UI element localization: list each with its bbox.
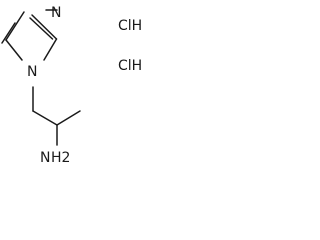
- molecule-diagram: N N N H2 ClH ClH: [1, 5, 142, 166]
- bond-c2-n3-double: [29, 17, 54, 40]
- counterion-1: ClH: [118, 18, 142, 34]
- bond-c2-n3: [31, 14, 58, 40]
- bond-c4-c5-double: [1, 22, 16, 44]
- chemical-structure-canvas: N N N H2 ClH ClH: [0, 0, 150, 188]
- amine-h2-label: H2: [51, 150, 70, 166]
- bond-c4-c5: [5, 11, 25, 41]
- counterion-2: ClH: [118, 58, 142, 74]
- atom-n3-label: N: [51, 5, 61, 21]
- bond-c5-n1: [5, 39, 23, 61]
- bond-n1-c2: [43, 38, 58, 61]
- bond-ch-ch3: [56, 110, 81, 126]
- atom-n1-label: N: [27, 64, 37, 80]
- amine-n-label: N: [40, 150, 50, 166]
- bond-ch2-ch: [32, 110, 58, 126]
